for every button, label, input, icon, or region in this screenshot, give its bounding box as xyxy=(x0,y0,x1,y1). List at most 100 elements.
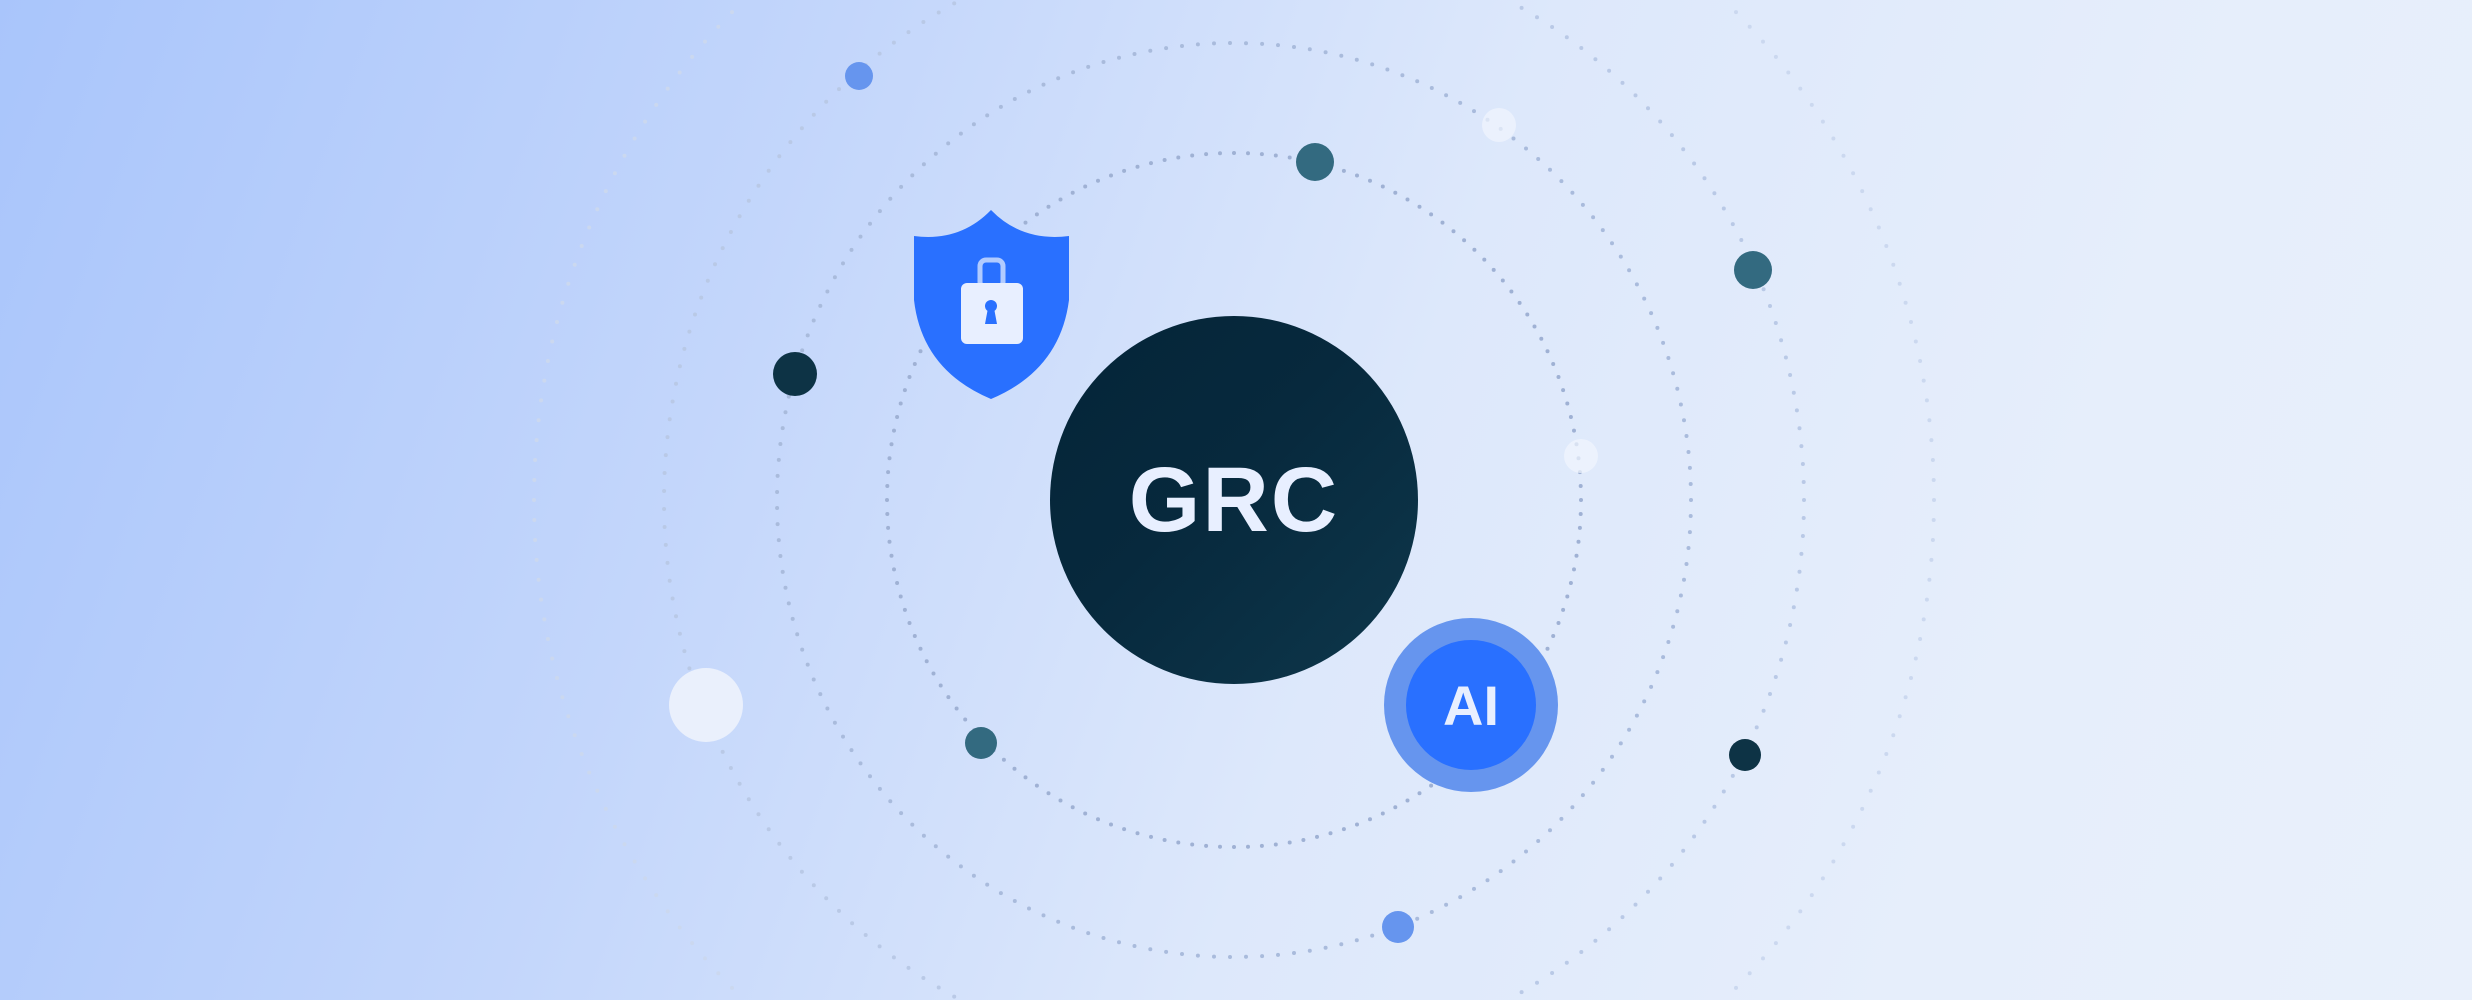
orbit-ring-dot xyxy=(1070,805,1075,810)
orbit-ring-dot xyxy=(1548,167,1552,172)
orbit-ring-dot xyxy=(1684,562,1689,566)
orbit-ring-dot xyxy=(958,131,963,136)
orbit-ring-dot xyxy=(1524,146,1528,151)
orbit-ring-dot xyxy=(1666,356,1671,360)
orbit-ring-dot xyxy=(665,560,670,565)
orbit-ring-dot xyxy=(775,473,780,478)
orbit-ring-dot xyxy=(1646,889,1650,894)
orbit-ring-dot xyxy=(1122,827,1127,832)
orbit-ring-dot xyxy=(1891,733,1896,738)
orbit-ring-dot xyxy=(622,153,627,158)
orbit-ring-dot xyxy=(1561,388,1566,393)
orbit-ring-dot xyxy=(1564,960,1569,965)
orbit-ring-dot xyxy=(1570,805,1575,810)
orbit-ring-dot xyxy=(1429,910,1434,914)
orbit-ring-dot xyxy=(1070,190,1075,195)
orbit-ring-dot xyxy=(532,518,537,522)
orbit-ring-dot xyxy=(985,113,990,118)
orbit-ring-dot xyxy=(730,985,734,990)
orbit-ring-dot xyxy=(1429,783,1434,788)
orbit-ring-dot xyxy=(1109,822,1113,827)
orbit-ring-dot xyxy=(891,955,896,960)
orbit-ring-dot xyxy=(1570,190,1575,195)
orbit-ring-dot xyxy=(1702,819,1707,824)
orbit-ring-dot xyxy=(1071,925,1076,930)
orbit-ring-dot xyxy=(786,394,791,399)
orbit-ring-dot xyxy=(1831,859,1836,864)
orbit-ring-dot xyxy=(542,617,547,622)
ai-badge-inner: AI xyxy=(1406,640,1536,770)
orbit-ring-dot xyxy=(1273,153,1278,158)
orbit-ring-dot xyxy=(811,677,816,682)
orbit-ring-dot xyxy=(1545,349,1550,354)
orbit-ring-dot xyxy=(1323,945,1328,950)
orbit-ring-dot xyxy=(532,498,536,502)
orbit-ring-dot xyxy=(1148,48,1153,53)
orbit-ring-dot xyxy=(1559,179,1564,184)
orbit-ring-dot xyxy=(799,126,804,131)
orbit-ring-dot xyxy=(1491,267,1496,272)
orbit-ring-dot xyxy=(720,246,725,251)
orbit-ring-dot xyxy=(1400,73,1405,78)
orbit-ring-dot xyxy=(1761,956,1765,961)
orbit-ring-dot xyxy=(1195,42,1200,47)
orbit-ring-dot xyxy=(1627,727,1632,732)
orbit-ring-dot xyxy=(777,154,782,159)
orbit-ring-dot xyxy=(1831,136,1836,141)
orbit-ring-dot xyxy=(1579,498,1583,502)
orbit-ring-dot xyxy=(1712,191,1717,196)
orbit-ring-dot xyxy=(1176,155,1181,160)
orbit-ring-dot xyxy=(1472,247,1477,252)
orbit-ring-dot xyxy=(1712,804,1717,809)
orbit-ring-dot xyxy=(825,289,830,294)
orbit-ring-dot xyxy=(887,456,892,461)
orbit-ring-dot xyxy=(837,87,841,92)
orbit-ring-dot xyxy=(550,339,555,344)
orbit-ring-dot xyxy=(1891,262,1896,267)
orbit-ring-dot xyxy=(566,281,571,286)
orbit-ring-dot xyxy=(1444,93,1449,98)
orbit-ring-dot xyxy=(1246,844,1250,849)
orbit-ring-dot xyxy=(1117,55,1121,60)
orbit-ring-dot xyxy=(889,442,894,447)
orbit-ring-dot xyxy=(1135,164,1140,169)
orbit-ring-dot xyxy=(677,925,682,930)
orbit-ring-dot xyxy=(1176,840,1181,845)
orbit-ring-dot xyxy=(1684,434,1689,438)
orbit-ring-dot xyxy=(730,10,734,15)
orbit-ring-dot xyxy=(1747,971,1752,976)
orbit-ring-dot xyxy=(1190,153,1195,158)
orbit-ring-dot xyxy=(1276,952,1280,957)
orbit-ring-dot xyxy=(1096,178,1100,183)
orbit-ring-dot xyxy=(1232,845,1236,849)
orbit-ring-dot xyxy=(1393,805,1398,810)
orbit-ring-dot xyxy=(1579,46,1584,50)
orbit-ring-dot xyxy=(1524,849,1528,854)
orbit-ring-dot xyxy=(910,173,915,178)
orbit-ring-dot xyxy=(799,869,804,874)
orbit-ring-middle xyxy=(775,41,1693,959)
orbit-ring-dot xyxy=(682,649,687,654)
orbit-ring-dot xyxy=(545,637,550,641)
orbit-ring-dot xyxy=(1576,539,1581,544)
orbit-ring-dot xyxy=(1788,623,1793,627)
orbit-dot xyxy=(1482,108,1516,142)
orbit-ring-dot xyxy=(1328,831,1333,836)
orbit-ring-dot xyxy=(532,478,537,482)
orbit-ring-dot xyxy=(1551,362,1556,366)
orbit-dot xyxy=(1382,911,1414,943)
orbit-ring-dot xyxy=(1634,282,1639,287)
orbit-ring-dot xyxy=(1578,512,1583,516)
orbit-ring-dot xyxy=(933,844,938,849)
orbit-ring-dot xyxy=(1429,212,1434,217)
orbit-ring-outermost xyxy=(532,10,1936,990)
orbit-ring-dot xyxy=(1354,938,1359,943)
orbit-ring-dot xyxy=(1149,834,1153,839)
orbit-ring-dot xyxy=(662,489,667,493)
orbit-ring-dot xyxy=(1773,321,1778,325)
orbit-ring-dot xyxy=(579,752,584,756)
orbit-ring-dot xyxy=(899,184,904,189)
orbit-dots xyxy=(669,62,1772,943)
orbit-ring-dot xyxy=(766,168,771,173)
orbit-ring-dot xyxy=(766,827,771,832)
